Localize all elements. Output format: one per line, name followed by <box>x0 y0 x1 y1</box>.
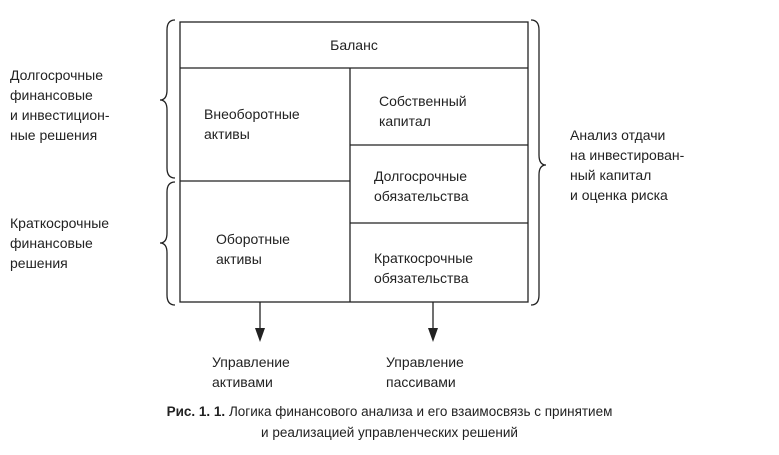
arrowhead-icon <box>428 328 438 342</box>
non-current-assets: Внеоборотные активы <box>204 106 300 142</box>
caption-text: Логика финансового анализа и его взаимос… <box>225 404 613 419</box>
left-brace-long-term <box>159 19 176 179</box>
long-term-decisions-label: Долгосрочные финансовые и инвестицион- н… <box>10 67 110 143</box>
caption-line-2: и реализацией управленческих решений <box>261 425 518 440</box>
current-assets: Оборотные активы <box>216 231 290 267</box>
liabilities-management-label: Управление пассивами <box>386 354 464 390</box>
right-brace <box>530 19 547 306</box>
arrowhead-icon <box>255 328 265 342</box>
return-analysis-label: Анализ отдачи на инвестирован- ный капит… <box>570 127 685 203</box>
caption-line-1: Рис. 1. 1. Логика финансового анализа и … <box>0 401 779 422</box>
balance-box <box>179 21 529 303</box>
caption-label: Рис. 1. 1. <box>166 404 226 419</box>
short-term-liabilities: Краткосрочные обязательства <box>374 250 474 286</box>
left-brace-short-term <box>159 181 176 306</box>
balance-title: Баланс <box>330 37 378 53</box>
figure-caption: Рис. 1. 1. Логика финансового анализа и … <box>0 401 779 443</box>
long-term-liabilities: Долгосрочные обязательства <box>374 168 469 204</box>
equity: Собственный капитал <box>379 93 467 129</box>
short-term-decisions-label: Краткосрочные финансовые решения <box>10 215 110 271</box>
assets-management-label: Управление активами <box>212 354 290 390</box>
